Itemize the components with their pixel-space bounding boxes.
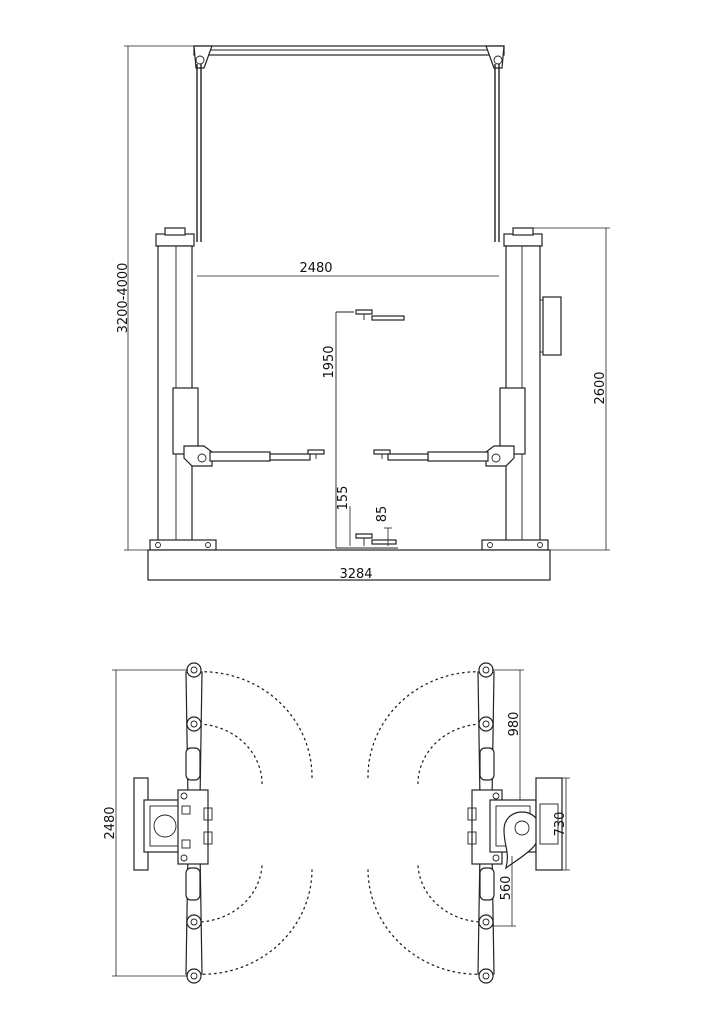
dim-base-width: 3284 [148, 567, 550, 582]
dim-motor-width: 730 [540, 777, 570, 871]
arm-offset-label: 980 [507, 712, 522, 737]
right-column-top [467, 662, 563, 984]
top-view: 2480 980 730 560 [103, 662, 570, 984]
left-column-top [133, 662, 213, 984]
motor-width-label: 730 [553, 812, 568, 837]
column-distance-label: 2480 [299, 261, 332, 276]
dim-arm-span: 2480 [103, 669, 188, 977]
dim-column-distance: 2480 [197, 261, 499, 277]
motor-offset-label: 560 [499, 876, 514, 901]
front-view: 3200-4000 2480 1950 155 85 2600 3284 [116, 45, 610, 582]
overhead-beam [193, 45, 505, 242]
floor-base [147, 549, 551, 581]
arm-span-label: 2480 [103, 806, 118, 839]
right-swing-arcs [367, 671, 487, 975]
total-height-label: 3200-4000 [116, 263, 131, 334]
dim-motor-offset: 560 [492, 856, 516, 927]
min-pad-height-label: 155 [336, 486, 351, 511]
dim-column-height: 2600 [530, 227, 610, 551]
right-lift-arm [373, 445, 515, 467]
left-lift-arm [183, 445, 325, 467]
pad-height-detail [335, 309, 405, 549]
left-column [149, 227, 217, 551]
base-width-label: 3284 [339, 567, 372, 582]
lift-height-label: 1950 [322, 345, 337, 378]
column-height-label: 2600 [593, 371, 608, 404]
low-arm-height-label: 85 [375, 506, 390, 523]
dim-arm-offset: 980 [492, 669, 524, 800]
right-column [481, 227, 562, 551]
left-swing-arcs [193, 671, 313, 975]
dim-total-height: 3200-4000 [116, 45, 194, 551]
